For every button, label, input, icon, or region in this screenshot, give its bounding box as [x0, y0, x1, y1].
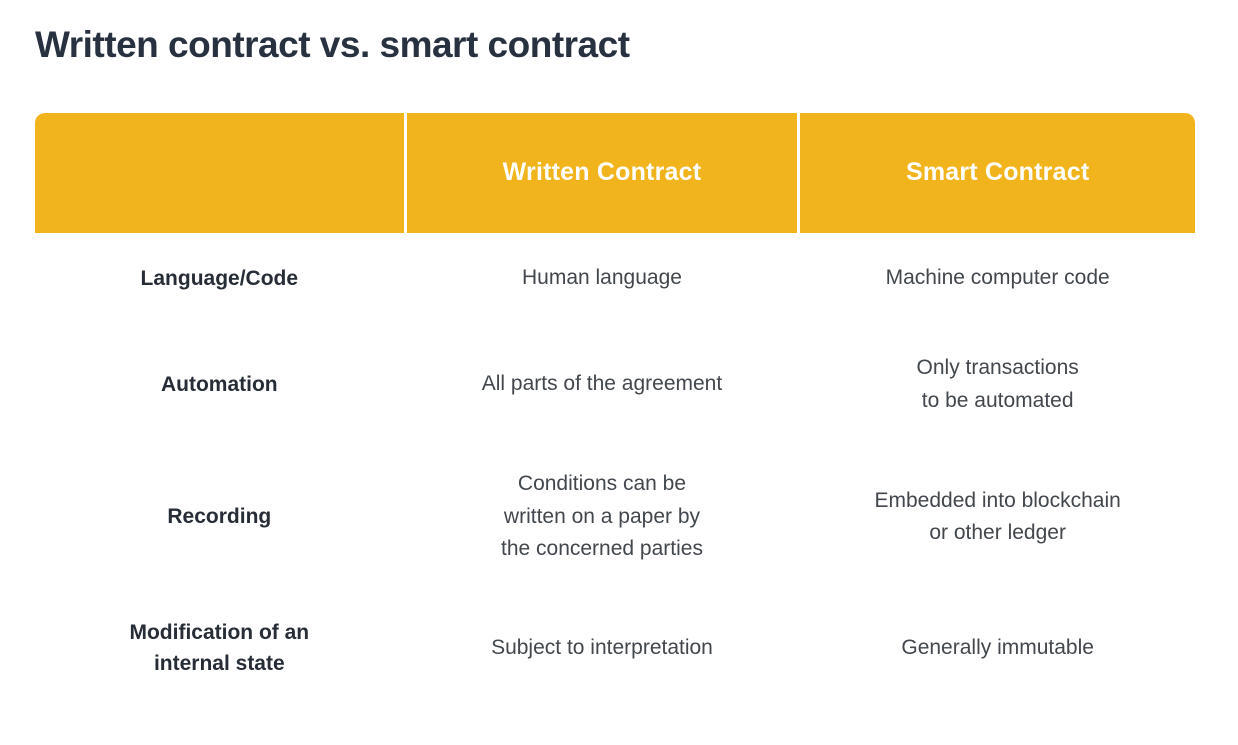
- comparison-table: Written Contract Smart Contract Language…: [35, 112, 1195, 707]
- row-label-recording: Recording: [167, 505, 272, 529]
- row-label-modification: Modification of an internal state: [129, 620, 310, 676]
- page-title: Written contract vs. smart contract: [35, 24, 630, 65]
- column-header-written-contract: Written Contract: [406, 112, 798, 233]
- cell-written-language-code: Human language: [521, 266, 682, 290]
- cell-written-automation: All parts of the agreement: [481, 372, 723, 396]
- cell-written-recording: Conditions can be written on a paper by …: [500, 472, 703, 561]
- cell-written-modification: Subject to interpretation: [491, 635, 713, 659]
- cell-smart-automation: Only transactions to be automated: [916, 356, 1079, 412]
- cell-smart-modification: Generally immutable: [901, 635, 1094, 659]
- cell-smart-recording: Embedded into blockchain or other ledger: [874, 488, 1121, 545]
- column-header-smart-contract: Smart Contract: [800, 112, 1195, 233]
- row-label-language-code: Language/Code: [140, 266, 299, 290]
- cell-smart-language-code: Machine computer code: [885, 266, 1110, 290]
- row-label-automation: Automation: [160, 372, 278, 396]
- column-header-blank: [35, 112, 404, 233]
